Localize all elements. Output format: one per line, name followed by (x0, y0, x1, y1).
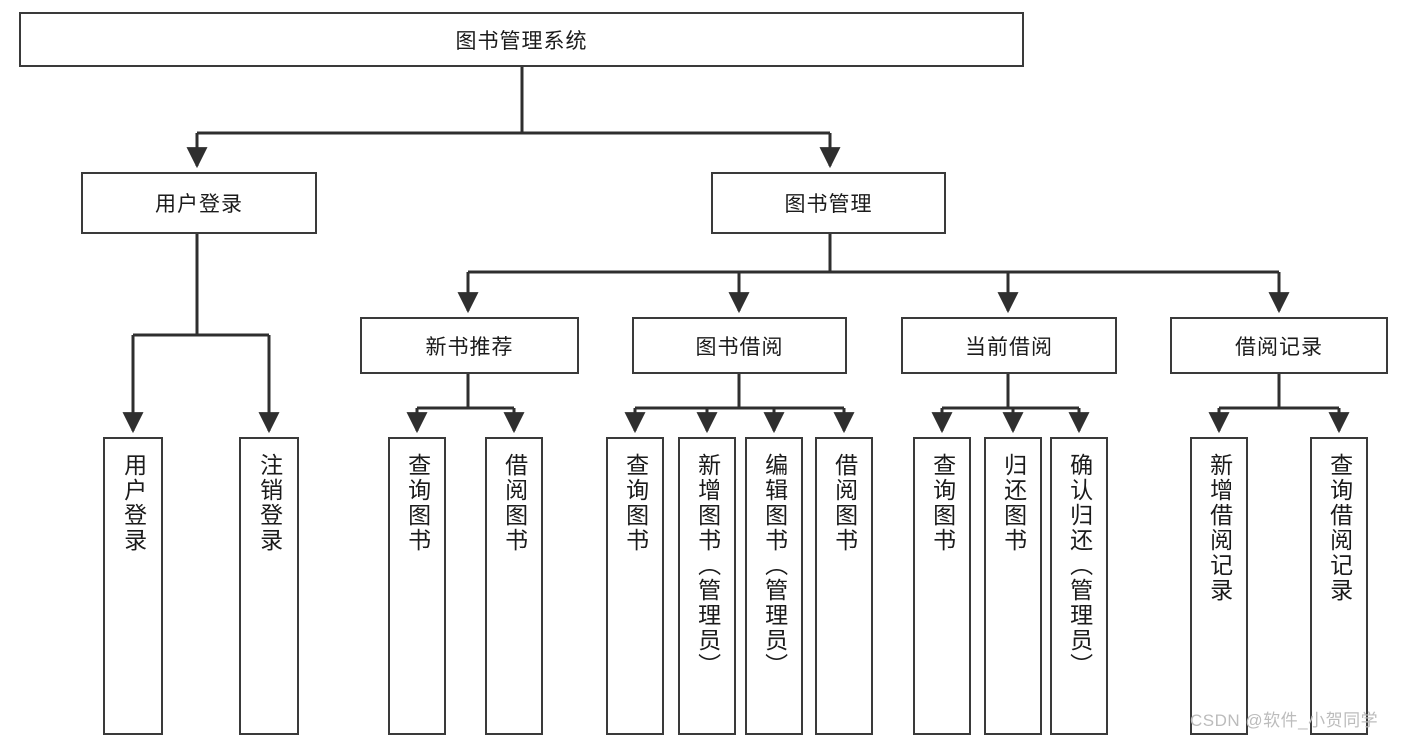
leaf-label: 归还图书 (1000, 453, 1027, 553)
node-book-management[interactable]: 图书管理 (711, 172, 946, 234)
node-book-borrow[interactable]: 图书借阅 (632, 317, 847, 374)
leaf-label: 查询图书 (929, 453, 956, 553)
leaf-user-login[interactable]: 用户登录 (103, 437, 163, 735)
leaf-label: 确认归还（管理员） (1066, 453, 1093, 678)
node-user-login-label: 用户登录 (155, 193, 243, 216)
leaf-query-borrow-record[interactable]: 查询借阅记录 (1310, 437, 1368, 735)
node-book-management-label: 图书管理 (784, 193, 873, 216)
leaf-edit-book-admin[interactable]: 编辑图书（管理员） (745, 437, 803, 735)
node-current-borrow-label: 当前借阅 (965, 335, 1053, 359)
node-root[interactable]: 图书管理系统 (19, 12, 1024, 67)
leaf-label: 借阅图书 (501, 453, 528, 553)
leaf-label: 查询借阅记录 (1326, 453, 1353, 603)
leaf-add-borrow-record[interactable]: 新增借阅记录 (1190, 437, 1248, 735)
leaf-logout[interactable]: 注销登录 (239, 437, 299, 735)
leaf-label: 用户登录 (120, 453, 147, 553)
leaf-label: 新增图书（管理员） (694, 453, 721, 678)
node-root-label: 图书管理系统 (455, 29, 588, 53)
node-new-book-recommend[interactable]: 新书推荐 (360, 317, 579, 374)
leaf-add-book-admin[interactable]: 新增图书（管理员） (678, 437, 736, 735)
leaf-borrow-book[interactable]: 借阅图书 (815, 437, 873, 735)
node-current-borrow[interactable]: 当前借阅 (901, 317, 1117, 374)
leaf-label: 借阅图书 (831, 453, 858, 553)
node-borrow-record-label: 借阅记录 (1235, 335, 1323, 359)
node-book-borrow-label: 图书借阅 (695, 335, 784, 359)
leaf-label: 查询图书 (404, 453, 431, 553)
leaf-label: 新增借阅记录 (1206, 453, 1233, 603)
node-user-login[interactable]: 用户登录 (81, 172, 317, 234)
leaf-query-book-newbook[interactable]: 查询图书 (388, 437, 446, 735)
leaf-label: 查询图书 (622, 453, 649, 553)
leaf-borrow-book-newbook[interactable]: 借阅图书 (485, 437, 543, 735)
leaf-query-book-current[interactable]: 查询图书 (913, 437, 971, 735)
node-borrow-record[interactable]: 借阅记录 (1170, 317, 1388, 374)
leaf-confirm-return-admin[interactable]: 确认归还（管理员） (1050, 437, 1108, 735)
watermark-text: CSDN @软件_小贺同学 (1190, 711, 1379, 730)
leaf-label: 编辑图书（管理员） (761, 453, 788, 678)
leaf-label: 注销登录 (256, 453, 283, 553)
node-new-book-recommend-label: 新书推荐 (425, 335, 514, 359)
leaf-query-book-borrow[interactable]: 查询图书 (606, 437, 664, 735)
leaf-return-book[interactable]: 归还图书 (984, 437, 1042, 735)
